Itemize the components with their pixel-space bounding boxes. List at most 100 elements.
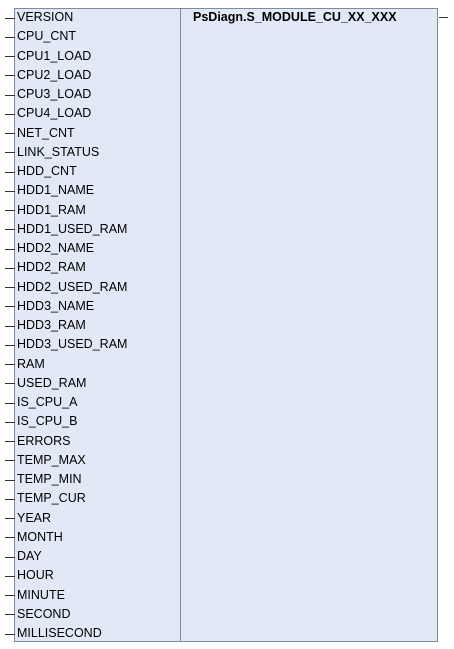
input-pin[interactable]: VERSION <box>0 8 180 27</box>
input-pin-line <box>5 383 15 385</box>
input-pin[interactable]: LINK_STATUS <box>0 143 180 162</box>
input-pin[interactable]: ERRORS <box>0 432 180 451</box>
input-pin-line <box>5 171 15 173</box>
input-pin-label: TEMP_MAX <box>17 452 86 467</box>
input-pin-label: HDD2_RAM <box>17 260 86 275</box>
input-pin-line <box>5 210 15 212</box>
input-pin-line <box>5 537 15 539</box>
input-pin[interactable]: MONTH <box>0 528 180 547</box>
input-pin[interactable]: CPU4_LOAD <box>0 104 180 123</box>
input-pin-line <box>5 75 15 77</box>
input-pin[interactable]: MILLISECOND <box>0 624 180 643</box>
input-pin-line <box>5 344 15 346</box>
input-pin[interactable]: HDD1_RAM <box>0 201 180 220</box>
input-pin-label: YEAR <box>17 510 52 525</box>
input-pin[interactable]: HDD2_NAME <box>0 239 180 258</box>
input-pin[interactable]: HDD1_NAME <box>0 181 180 200</box>
input-pin-label: LINK_STATUS <box>17 144 100 159</box>
input-pin[interactable]: TEMP_CUR <box>0 489 180 508</box>
output-pin-line[interactable] <box>439 17 448 18</box>
block-divider <box>180 8 181 642</box>
input-pin[interactable]: CPU3_LOAD <box>0 85 180 104</box>
input-pin[interactable]: HDD3_USED_RAM <box>0 335 180 354</box>
input-pin-line <box>5 190 15 192</box>
block-title: PsDiagn.S_MODULE_CU_XX_XXX <box>193 10 397 24</box>
input-pin-line <box>5 36 15 38</box>
input-pin-label: MONTH <box>17 529 63 544</box>
input-pin[interactable]: SECOND <box>0 605 180 624</box>
input-pin-label: HDD_CNT <box>17 164 77 178</box>
input-pin[interactable]: MINUTE <box>0 586 180 605</box>
input-pin-label: HDD1_USED_RAM <box>17 221 128 236</box>
input-pin-line <box>5 229 15 231</box>
input-pin[interactable]: USED_RAM <box>0 374 180 393</box>
input-pin-line <box>5 614 15 616</box>
input-pin-label: SECOND <box>17 606 71 621</box>
input-pin-line <box>5 421 15 423</box>
input-pin[interactable]: IS_CPU_B <box>0 412 180 431</box>
input-pin-label: CPU_CNT <box>17 29 77 44</box>
input-pin-label: HDD3_NAME <box>17 298 95 313</box>
input-pin-label: TEMP_MIN <box>17 472 82 486</box>
input-pin-label: HDD2_USED_RAM <box>17 279 128 294</box>
input-pin[interactable]: TEMP_MAX <box>0 451 180 470</box>
input-pin[interactable]: CPU_CNT <box>0 27 180 46</box>
input-pin[interactable]: IS_CPU_A <box>0 393 180 412</box>
input-pin-label: IS_CPU_B <box>17 414 78 429</box>
input-pin-list: VERSION CPU_CNT CPU1_LOAD CPU2_LOAD CPU3_LOA… <box>0 8 180 643</box>
input-pin-line <box>5 56 15 58</box>
input-pin-label: CPU4_LOAD <box>17 106 92 121</box>
input-pin-label: HDD2_NAME <box>17 241 95 255</box>
input-pin-line <box>5 248 15 250</box>
input-pin-line <box>5 402 15 404</box>
input-pin[interactable]: NET_CNT <box>0 124 180 143</box>
input-pin[interactable]: DAY <box>0 547 180 566</box>
input-pin[interactable]: RAM <box>0 355 180 374</box>
input-pin-line <box>5 94 15 96</box>
input-pin[interactable]: TEMP_MIN <box>0 470 180 489</box>
input-pin-label: CPU2_LOAD <box>17 67 92 82</box>
input-pin-label: DAY <box>17 549 42 563</box>
input-pin[interactable]: HDD2_USED_RAM <box>0 278 180 297</box>
input-pin-label: HDD1_RAM <box>17 202 86 217</box>
input-pin[interactable]: HDD3_RAM <box>0 316 180 335</box>
function-block-body[interactable] <box>14 8 438 642</box>
input-pin-label: HOUR <box>17 568 54 583</box>
input-pin-label: MILLISECOND <box>17 626 102 640</box>
input-pin-line <box>5 556 15 558</box>
input-pin[interactable]: HDD3_NAME <box>0 297 180 316</box>
input-pin-line <box>5 518 15 520</box>
input-pin-line <box>5 498 15 500</box>
input-pin-label: CPU3_LOAD <box>17 87 92 101</box>
input-pin[interactable]: HOUR <box>0 566 180 585</box>
input-pin-label: TEMP_CUR <box>17 491 86 506</box>
input-pin-line <box>5 287 15 289</box>
input-pin-label: NET_CNT <box>17 125 75 140</box>
input-pin-line <box>5 325 15 327</box>
input-pin-line <box>5 113 15 115</box>
input-pin-line <box>5 633 15 635</box>
input-pin-label: HDD3_USED_RAM <box>17 337 128 352</box>
input-pin-line <box>5 460 15 462</box>
input-pin-label: HDD3_RAM <box>17 318 86 332</box>
input-pin-label: HDD1_NAME <box>17 183 95 198</box>
input-pin-line <box>5 152 15 154</box>
input-pin-label: ERRORS <box>17 433 71 448</box>
input-pin-line <box>5 595 15 597</box>
input-pin-label: MINUTE <box>17 587 65 602</box>
input-pin-line <box>5 17 15 19</box>
input-pin-line <box>5 267 15 269</box>
input-pin-line <box>5 133 15 135</box>
input-pin-line <box>5 479 15 481</box>
input-pin[interactable]: YEAR <box>0 509 180 528</box>
input-pin[interactable]: CPU1_LOAD <box>0 47 180 66</box>
input-pin[interactable]: CPU2_LOAD <box>0 66 180 85</box>
input-pin-line <box>5 575 15 577</box>
input-pin-label: CPU1_LOAD <box>17 48 92 63</box>
input-pin-label: USED_RAM <box>17 375 87 390</box>
input-pin[interactable]: HDD_CNT <box>0 162 180 181</box>
input-pin[interactable]: HDD1_USED_RAM <box>0 220 180 239</box>
input-pin-label: VERSION <box>17 10 74 24</box>
input-pin-label: RAM <box>17 356 45 371</box>
input-pin[interactable]: HDD2_RAM <box>0 258 180 277</box>
